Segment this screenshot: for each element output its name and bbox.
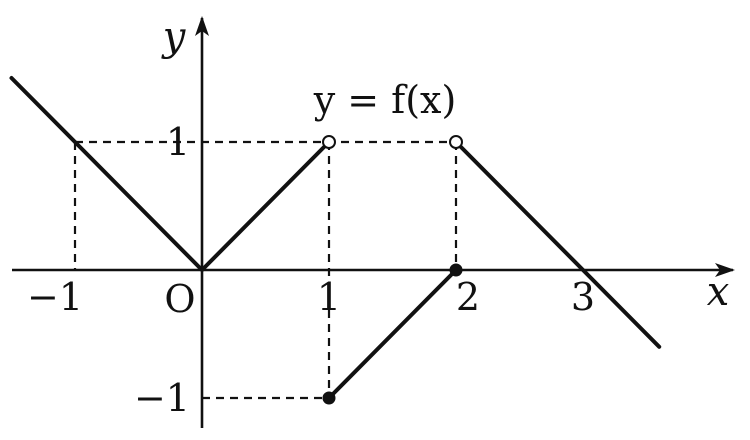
open-point-0	[322, 135, 336, 149]
x-tick-label-3: 3	[571, 275, 595, 319]
segment-1	[200, 140, 331, 272]
y-tick-label-1: −1	[134, 376, 190, 420]
x-tick-label-0: −1	[27, 275, 83, 319]
segment-0	[9, 76, 204, 272]
x-tick-label-1: 1	[317, 275, 341, 319]
x-axis-label: x	[707, 269, 730, 315]
origin-label: O	[164, 277, 195, 321]
chart-labels: y = f(x) x y O −1 1 2 3 1 −1	[27, 14, 729, 420]
open-point-1	[449, 135, 463, 149]
function-segments	[9, 76, 662, 400]
chart-title: y = f(x)	[313, 78, 457, 122]
guide-lines	[73, 140, 458, 400]
x-tick-label-2: 2	[456, 275, 480, 319]
axes	[12, 16, 735, 428]
closed-point-2	[322, 391, 336, 405]
y-axis-label: y	[161, 14, 187, 60]
closed-point-3	[449, 263, 463, 277]
segment-3	[454, 140, 662, 349]
endpoint-markers	[322, 135, 463, 405]
y-tick-label-0: 1	[166, 120, 190, 164]
segment-2	[327, 268, 458, 400]
